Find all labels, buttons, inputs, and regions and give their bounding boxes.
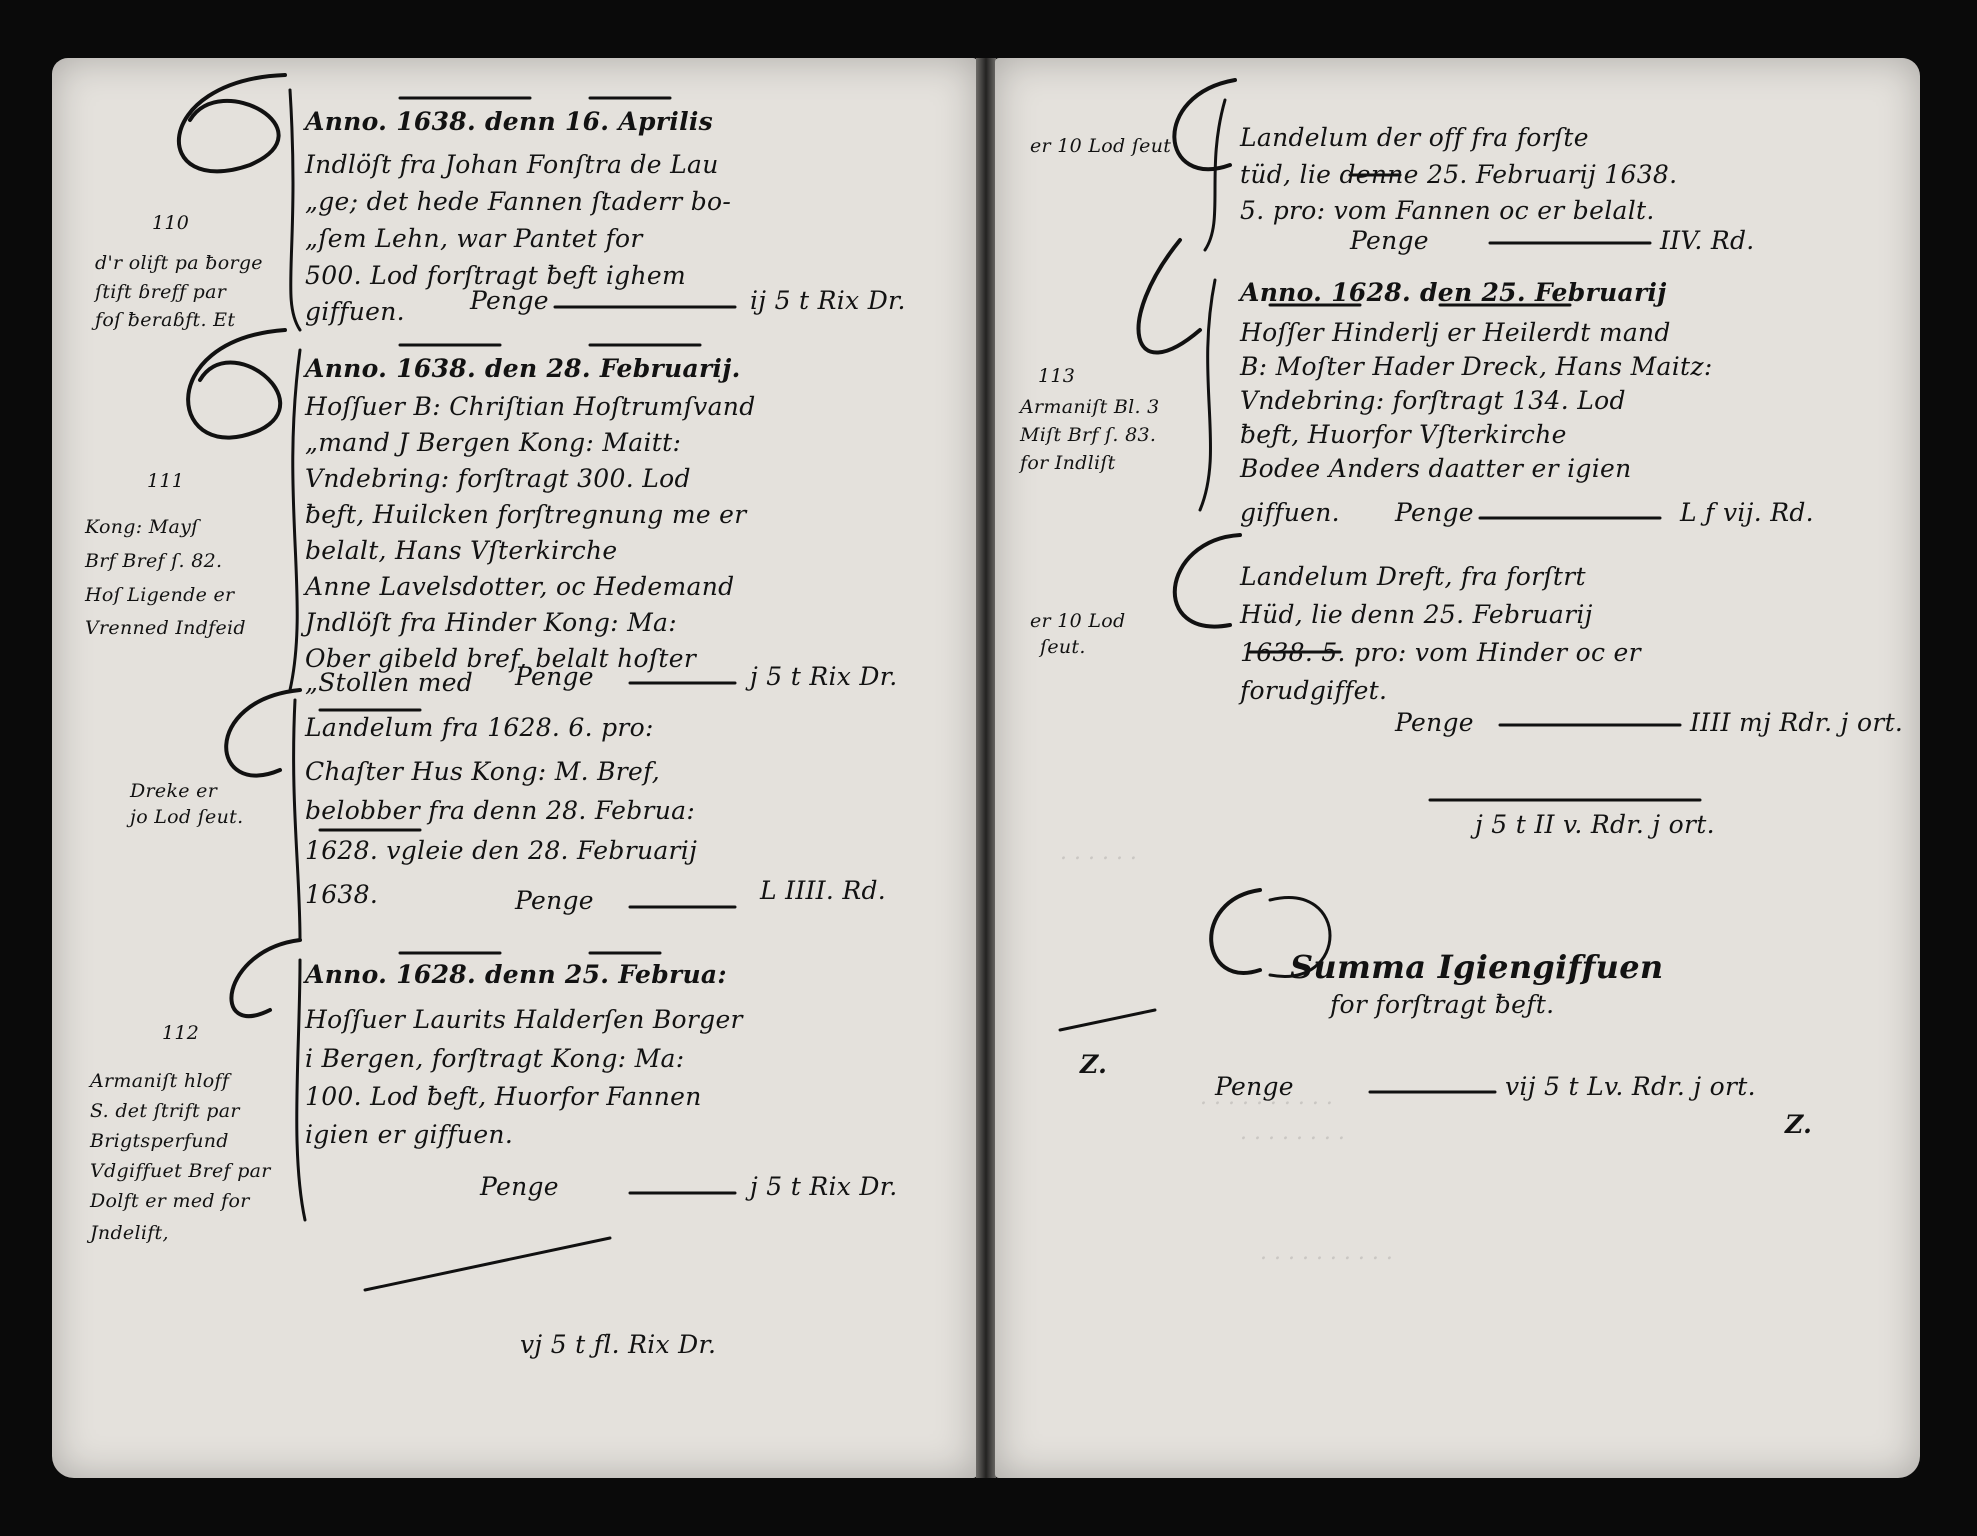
entry-line: Vndebring: forſtragt 300. Lod [305, 464, 691, 493]
margin-note-line: Vrenned Indƒeid [85, 617, 246, 639]
left-page [52, 58, 977, 1478]
margin-number: 111 [147, 470, 185, 492]
margin-note-line: Armaniſt Bl. 3 [1020, 396, 1160, 418]
entry-line: „Stollen med [305, 668, 474, 697]
entry-line: Hoſſer Hinderlj er Heilerdt mand [1240, 318, 1671, 347]
margin-note-line: Dolft er med for [90, 1190, 250, 1212]
entry-line: 1628. vgleie den 28. Februarij [305, 836, 698, 865]
entry-heading: Anno. 1638. den 28. Februarij. [305, 354, 741, 383]
amount: j 5 t Rix Dr. [750, 1172, 898, 1201]
margin-note-line: S. det ſtrift par [90, 1100, 240, 1122]
margin-note-line: Jndelift, [90, 1222, 169, 1244]
margin-number: 113 [1038, 365, 1076, 387]
amount: IIII mj Rdr. j ort. [1690, 708, 1904, 737]
entry-line: Jndlöſt fra Hinder Kong: Ma: [305, 608, 677, 637]
summary-amount: vij 5 t Lv. Rdr. j ort. [1505, 1072, 1756, 1101]
bleed-through: . . . . . . . . . . [1200, 1085, 1333, 1110]
entry-line: ƀeƒt, Huilcken forſtregnung me er [305, 500, 747, 529]
entry-line: belalt, Hans Vſterkirche [305, 536, 618, 565]
amount-label: Penge [515, 662, 594, 691]
amount: j 5 t Rix Dr. [750, 662, 898, 691]
margin-note-line: er 10 Lod [1030, 610, 1126, 632]
entry-line: giffuen. [1240, 498, 1340, 527]
right-page [995, 58, 1920, 1478]
entry-line: 1638. 5. pro: vom Hinder oc er [1240, 638, 1641, 667]
entry-line: Hoſſuer B: Chriſtian Hoſtrumſvand [305, 392, 756, 421]
margin-note-line: ſeut. [1040, 636, 1086, 658]
amount: L IIII. Rd. [760, 876, 887, 905]
entry-line: Ober gibeld bref, belalt hoſter [305, 644, 697, 673]
amount: ij 5 t Rix Dr. [750, 286, 906, 315]
entry-heading: Landelum fra 1628. 6. pro: [305, 713, 654, 742]
entry-line: Chaſter Hus Kong: M. Bref, [305, 757, 661, 786]
entry-line: 5. pro: vom Fannen oc er belalt. [1240, 196, 1655, 225]
margin-note-line: Hoſ Ligende er [85, 584, 235, 606]
entry-line: B: Moſter Hader Dreck, Hans Maitz: [1240, 352, 1713, 381]
amount-label: Penge [470, 286, 549, 315]
margin-number: 112 [162, 1022, 200, 1044]
entry-line: ƀeƒt, Huorfor Vſterkirche [1240, 420, 1567, 449]
entry-line: „mand J Bergen Kong: Maitt: [305, 428, 682, 457]
amount: L ƒ vij. Rd. [1680, 498, 1814, 527]
entry-line: 1638. [305, 880, 379, 909]
book-gutter [976, 58, 996, 1478]
entry-line: „ſem Lehn, war Pantet for [305, 224, 643, 253]
entry-line: Indlöſt fra Johan Fonſtra de Lau [305, 150, 719, 179]
summary-mark: Z. [1080, 1050, 1108, 1079]
margin-number: 110 [152, 212, 190, 234]
entry-line: igien er giffuen. [305, 1120, 514, 1149]
bleed-through: . . . . . . . . . . [1260, 1240, 1393, 1265]
entry-line: Bodee Anders daatter er igien [1240, 454, 1632, 483]
bleed-through: . . . . . . [1060, 840, 1137, 865]
entry-line: 500. Lod forſtragt ƀeƒt ighem [305, 261, 686, 290]
entry-line: forudgiffet. [1240, 676, 1388, 705]
margin-note-line: ſtift ɓrefƒ par [95, 281, 227, 303]
entry-line: 100. Lod ƀeƒt, Huorfor Fannen [305, 1082, 702, 1111]
margin-note-line: Dreke er [130, 780, 218, 802]
margin-note-line: er 10 Lod ſeut [1030, 135, 1172, 157]
amount-label: Penge [1395, 498, 1474, 527]
amount-label: Penge [515, 886, 594, 915]
summary-heading: Summa Igiengiffuen [1290, 948, 1664, 986]
entry-line: Hoſſuer Laurits Halderſen Borger [305, 1005, 743, 1034]
margin-note-line: jo Lod ſeut. [130, 806, 244, 828]
amount-label: Penge [1395, 708, 1474, 737]
margin-note-line: Brf Bref ſ. 82. [85, 550, 223, 572]
subtotal: j 5 t II v. Rdr. j ort. [1475, 810, 1715, 839]
entry-line: Hüd, lie denn 25. Februarij [1240, 600, 1593, 629]
entry-heading: Landelum der off fra forſte [1240, 123, 1589, 152]
amount: IIV. Rd. [1660, 226, 1755, 255]
entry-heading: Anno. 1628. denn 25. Februa: [305, 960, 727, 989]
summary-subheading: for forſtragt ƀeƒt. [1330, 990, 1555, 1019]
entry-line: belobber fra denn 28. Februa: [305, 796, 696, 825]
entry-heading: Anno. 1638. denn 16. Aprilis [305, 107, 714, 136]
margin-note-line: Vdgiffuet Bref par [90, 1160, 271, 1182]
bleed-through: . . . . . . . . [1240, 1120, 1345, 1145]
summary-end-mark: Z. [1785, 1110, 1813, 1139]
entry-line: giffuen. [305, 297, 405, 326]
entry-line: „ge; det hede Fannen ſtaderr bo- [305, 187, 732, 216]
margin-note-line: Kong: Mayſ [85, 516, 199, 538]
amount-label: Penge [480, 1172, 559, 1201]
entry-line: tüd, lie denne 25. Februarij 1638. [1240, 160, 1678, 189]
margin-note-line: Miſt Brf ſ. 83. [1020, 424, 1157, 446]
entry-line: Anne Lavelsdotter, oc Hedemand [305, 572, 735, 601]
margin-note-line: Armaniſt hloff [90, 1070, 230, 1092]
entry-heading: Anno. 1628. den 25. Februarij [1240, 278, 1667, 307]
entry-line: Vndebring: forſtragt 134. Lod [1240, 386, 1626, 415]
entry-heading: Landelum Dreft, fra forſtrt [1240, 562, 1586, 591]
margin-note-line: d'r oliƒt pa ƀorge [95, 252, 263, 274]
margin-note-line: ƒoſ ƀeraɓƒt. Et [95, 309, 236, 331]
page-total: vj 5 t ƒl. Rix Dr. [520, 1330, 717, 1359]
margin-note-line: Brigtsperfund [90, 1130, 229, 1152]
amount-label: Penge [1350, 226, 1429, 255]
amount-label: Penge [1215, 1072, 1294, 1101]
entry-line: i Bergen, forſtragt Kong: Ma: [305, 1044, 685, 1073]
margin-note-line: for Indliſt [1020, 452, 1116, 474]
